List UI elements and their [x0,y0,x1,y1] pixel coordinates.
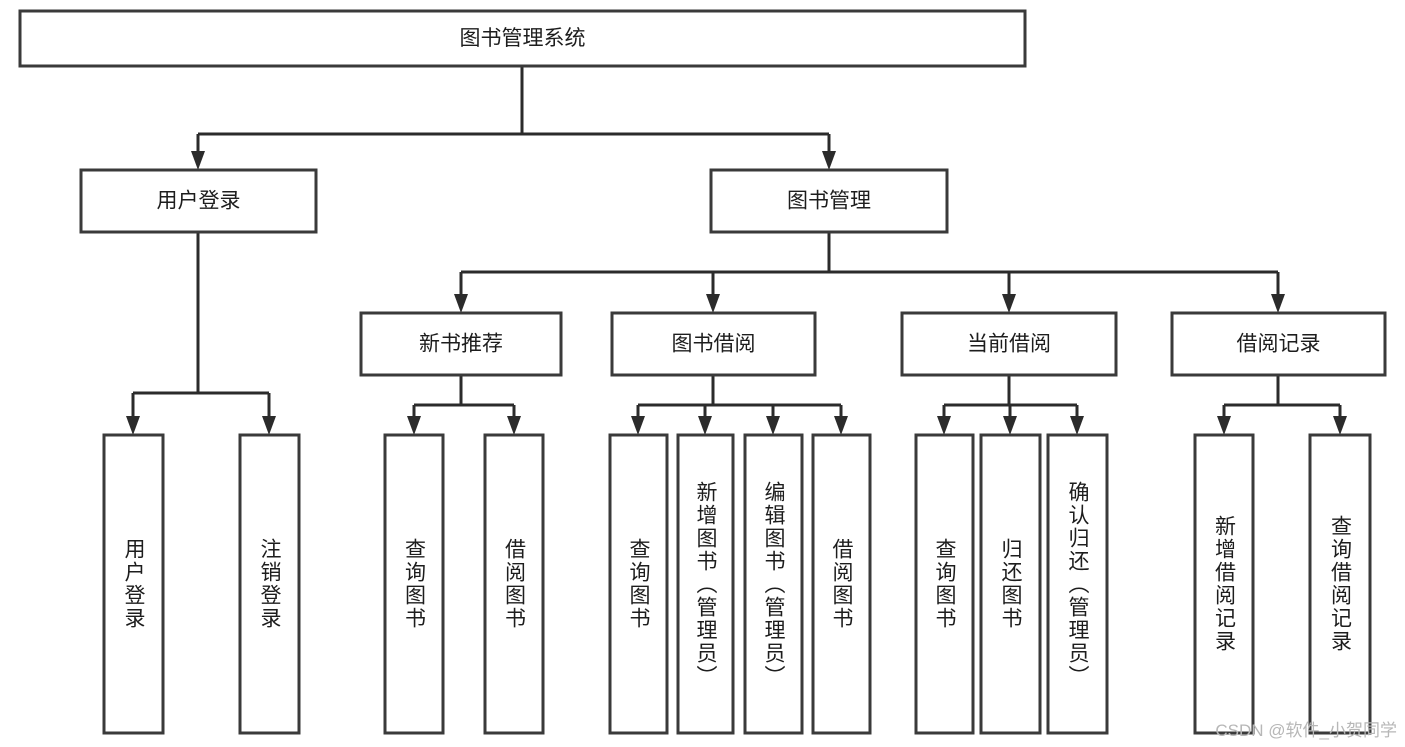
node-box[interactable] [811,433,872,735]
node-label: 当前借阅 [967,333,1051,356]
node-leaf-edit-book-admin[interactable] [743,433,804,735]
node-user-login[interactable]: 用户登录 [79,168,318,234]
node-box[interactable] [102,433,165,735]
arrow-head [126,416,140,435]
node-box[interactable] [709,168,949,234]
node-box[interactable] [1170,311,1387,377]
node-box[interactable] [1193,433,1255,735]
arrow-head [262,416,276,435]
node-label: 用户登录 [157,190,241,213]
arrow-head [1002,294,1016,313]
node-box[interactable] [79,168,318,234]
node-current-borrow[interactable]: 当前借阅 [900,311,1118,377]
node-box[interactable] [676,433,735,735]
node-label: 图书借阅 [672,333,756,356]
connector-new-book-recommend-to-leaves [412,375,516,418]
arrow-head [766,416,780,435]
csdn-watermark: CSDN @软件_小贺同学 [1215,721,1397,740]
node-box[interactable] [610,311,817,377]
arrow-head [191,151,205,170]
arrow-head [937,416,951,435]
arrow-head [631,416,645,435]
node-box[interactable] [359,311,563,377]
node-leaf-add-borrow-record[interactable] [1193,433,1255,735]
arrow-head [706,294,720,313]
arrow-head [1333,416,1347,435]
node-label: 借阅记录 [1237,333,1321,356]
arrow-head [1217,416,1231,435]
arrow-head [1070,416,1084,435]
node-leaf-add-book-admin[interactable] [676,433,735,735]
node-leaf-borrow-book-recommend[interactable] [483,433,545,735]
node-leaf-query-book-borrow[interactable] [608,433,669,735]
connector-user-login-to-leaves [131,232,271,418]
node-leaf-query-book-current[interactable] [914,433,975,735]
arrow-head [507,416,521,435]
node-leaf-user-login[interactable] [102,433,165,735]
node-new-book-recommend[interactable]: 新书推荐 [359,311,563,377]
node-label: 图书管理 [787,190,871,213]
node-label: 图书管理系统 [460,27,586,50]
arrow-head [822,151,836,170]
node-box[interactable] [743,433,804,735]
node-leaf-query-borrow-record[interactable] [1308,433,1372,735]
node-box[interactable] [979,433,1042,735]
node-box[interactable] [483,433,545,735]
arrow-head [834,416,848,435]
node-leaf-confirm-return-admin[interactable] [1046,433,1109,735]
node-box[interactable] [1046,433,1109,735]
node-book-borrow[interactable]: 图书借阅 [610,311,817,377]
node-box[interactable] [900,311,1118,377]
node-root[interactable]: 图书管理系统 [18,9,1027,68]
connector-current-borrow-to-leaves [942,375,1079,418]
node-box[interactable] [1308,433,1372,735]
arrow-head [1003,416,1017,435]
arrow-head [407,416,421,435]
node-leaf-borrow-book[interactable] [811,433,872,735]
connector-borrow-record-to-leaves [1222,375,1342,418]
connector-layer [126,66,1347,435]
node-book-management[interactable]: 图书管理 [709,168,949,234]
arrow-head [1271,294,1285,313]
node-box[interactable] [238,433,301,735]
connector-root-to-level2 [196,66,831,153]
node-leaf-logout-login[interactable] [238,433,301,735]
node-box[interactable] [383,433,445,735]
node-borrow-record[interactable]: 借阅记录 [1170,311,1387,377]
connector-book-borrow-to-leaves [636,375,843,418]
node-box[interactable] [18,9,1027,68]
node-box[interactable] [914,433,975,735]
node-leaf-query-book-recommend[interactable] [383,433,445,735]
arrow-head [454,294,468,313]
node-label: 新书推荐 [419,333,503,356]
connector-book-management-to-level3 [459,232,1280,296]
node-box[interactable] [608,433,669,735]
arrow-head [698,416,712,435]
node-leaf-return-book[interactable] [979,433,1042,735]
